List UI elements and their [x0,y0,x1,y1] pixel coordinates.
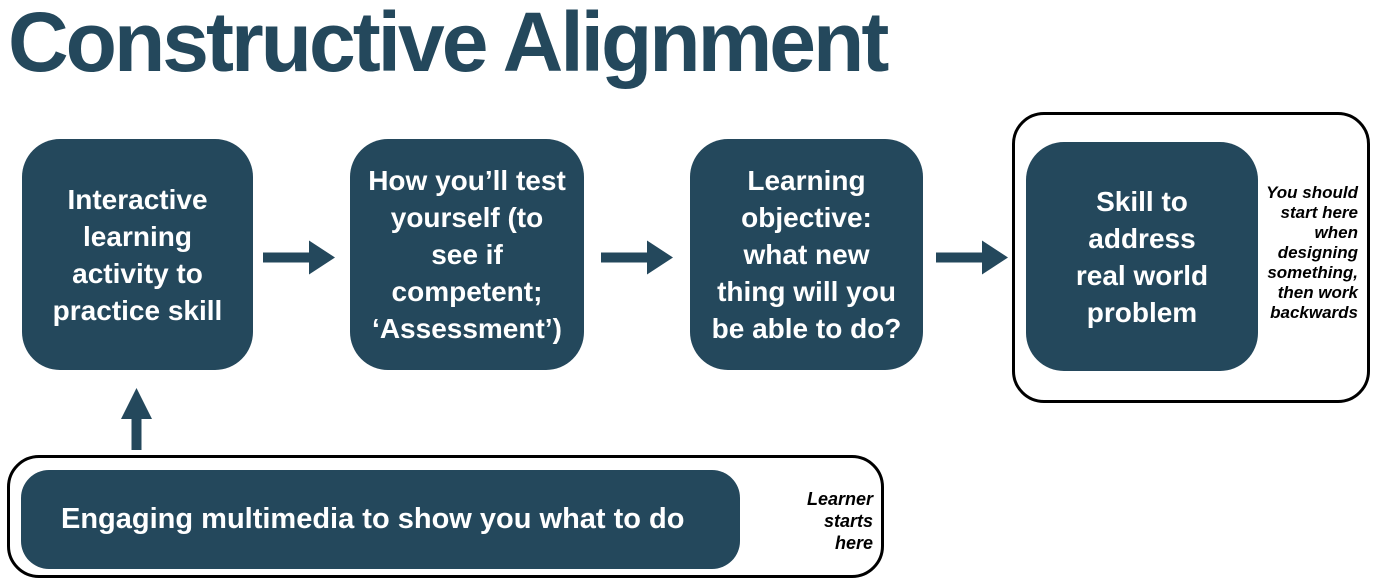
box-learning-objective: Learning objective: what new thing will … [690,139,923,370]
box-interactive-activity-label: Interactive learning activity to practic… [52,183,223,326]
box-learning-objective-label: Learning objective: what new thing will … [711,165,902,344]
designer-start-container: Skill to address real world problem You … [1012,112,1370,403]
box-assessment: How you’ll test yourself (to see if comp… [350,139,584,370]
arrow-right-icon [263,239,335,276]
arrow-up-icon [121,388,152,450]
box-skill-label: Skill to address real world problem [1075,185,1209,328]
learner-note: Learner starts here [806,489,873,553]
arrow-right-icon [601,239,673,276]
box-assessment-label: How you’ll test yourself (to see if comp… [368,165,566,344]
box-multimedia-label: Engaging multimedia to show you what to … [61,503,685,535]
page-title: Constructive Alignment [8,0,889,89]
box-interactive-activity: Interactive learning activity to practic… [22,139,253,370]
designer-note: You should start here when designing som… [1266,183,1358,322]
box-skill: Skill to address real world problem [1026,142,1258,371]
learner-start-container: Engaging multimedia to show you what to … [7,455,884,578]
box-multimedia: Engaging multimedia to show you what to … [21,470,740,569]
arrow-right-icon [936,239,1008,276]
